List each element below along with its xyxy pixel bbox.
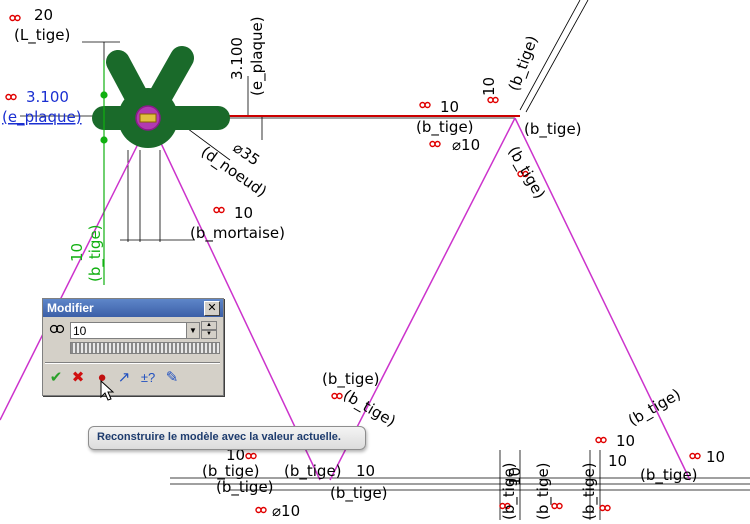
cancel-button[interactable]: ✖ [71, 369, 85, 386]
rebuild-tooltip: Reconstruire le modèle avec la valeur ac… [88, 426, 366, 450]
dim-center-btige2[interactable]: (b_tige) [340, 386, 399, 431]
dim-br-tige2[interactable]: (b_tige) [625, 385, 684, 430]
reverse-dimension-button[interactable]: ↗ [117, 369, 131, 386]
modifier-dialog[interactable]: Modifier ✕ ▼ ▲ ▼ ✔ ✖ ● ↗ ±? ✎ [42, 298, 224, 396]
modifier-title-bar[interactable]: Modifier ✕ [43, 299, 223, 317]
link-icon [49, 324, 65, 334]
dim-bottom-btige-a[interactable]: (b_tige) [202, 462, 260, 481]
rebuild-button[interactable]: ● [97, 369, 107, 386]
dim-bottom-tige-v[interactable]: (b_tige) [500, 462, 519, 520]
add-equation-button[interactable]: ±? [140, 370, 156, 385]
dim-bottom-10b[interactable]: 10 [356, 462, 375, 480]
dim-right-phi[interactable]: ⌀10 [452, 136, 480, 154]
dim-bottom-tige-v3[interactable]: (b_tige) [580, 462, 599, 520]
driven-line [100, 60, 108, 285]
dialog-separator [45, 362, 220, 364]
dim-e-plaque-value[interactable]: 3.100 [26, 88, 69, 106]
dim-br-10c[interactable]: 10 [608, 452, 627, 470]
mouse-cursor-icon [100, 380, 115, 401]
node-body[interactable] [92, 46, 230, 148]
dim-bottom-btige-d[interactable]: (b_tige) [330, 484, 388, 503]
thumbwheel-slider[interactable] [70, 342, 220, 354]
dim-right-10[interactable]: 10 [480, 77, 498, 96]
chevron-down-icon[interactable]: ▼ [186, 322, 200, 339]
dim-bottom-tige-v2[interactable]: (b_tige) [534, 462, 553, 520]
modifier-title: Modifier [47, 301, 94, 315]
dim-bottom-10c[interactable]: 10 [506, 467, 524, 486]
dim-br-10b[interactable]: 10 [706, 448, 725, 466]
ok-button[interactable]: ✔ [49, 369, 63, 386]
dim-right-tige[interactable]: (b_tige) [524, 120, 582, 139]
value-input[interactable] [70, 322, 192, 339]
sketch-lines[interactable] [0, 117, 691, 481]
dim-center-btige[interactable]: (b_tige) [322, 370, 380, 389]
dim-mid-tige[interactable]: (b_tige) [505, 33, 543, 94]
dim-bottom-phi10[interactable]: ⌀10 [272, 502, 300, 520]
close-button[interactable]: ✕ [204, 301, 220, 316]
dim-br-btige[interactable]: (b_tige) [640, 466, 698, 485]
dim-bottom-btige-c[interactable]: (b_tige) [216, 478, 274, 497]
dim-e-plaque-name[interactable]: (e_plaque) [2, 108, 82, 127]
dim-e-plaque-v-value[interactable]: 3.100 [228, 37, 246, 80]
dim-l-tige-name[interactable]: (L_tige) [14, 26, 70, 45]
dim-bottom-btige-b[interactable]: (b_tige) [284, 462, 342, 481]
dim-bottom-10a[interactable]: 10 [226, 446, 245, 464]
dim-right-b-tige-value[interactable]: 10 [440, 98, 459, 116]
dim-br-10a[interactable]: 10 [616, 432, 635, 450]
spin-up-icon[interactable]: ▲ [201, 321, 217, 330]
dim-b-mortaise-name[interactable]: (b_mortaise) [190, 224, 285, 243]
dim-l-tige-value[interactable]: 20 [34, 6, 53, 24]
dim-right-b-tige-name[interactable]: (b_tige) [416, 118, 474, 137]
mark-dimension-button[interactable]: ✎ [165, 369, 179, 386]
dim-b-tige-green-value[interactable]: 10 [68, 243, 86, 262]
value-spinner[interactable]: ▲ ▼ [201, 321, 217, 339]
dim-e-plaque-v-name[interactable]: (e_plaque) [248, 16, 267, 96]
dim-b-tige-green-name[interactable]: (b_tige) [86, 224, 105, 282]
tooltip-text: Reconstruire le modèle avec la valeur ac… [97, 431, 341, 443]
link-icons [5, 14, 701, 514]
spin-down-icon[interactable]: ▼ [201, 330, 217, 339]
dim-b-mortaise-value[interactable]: 10 [234, 204, 253, 222]
